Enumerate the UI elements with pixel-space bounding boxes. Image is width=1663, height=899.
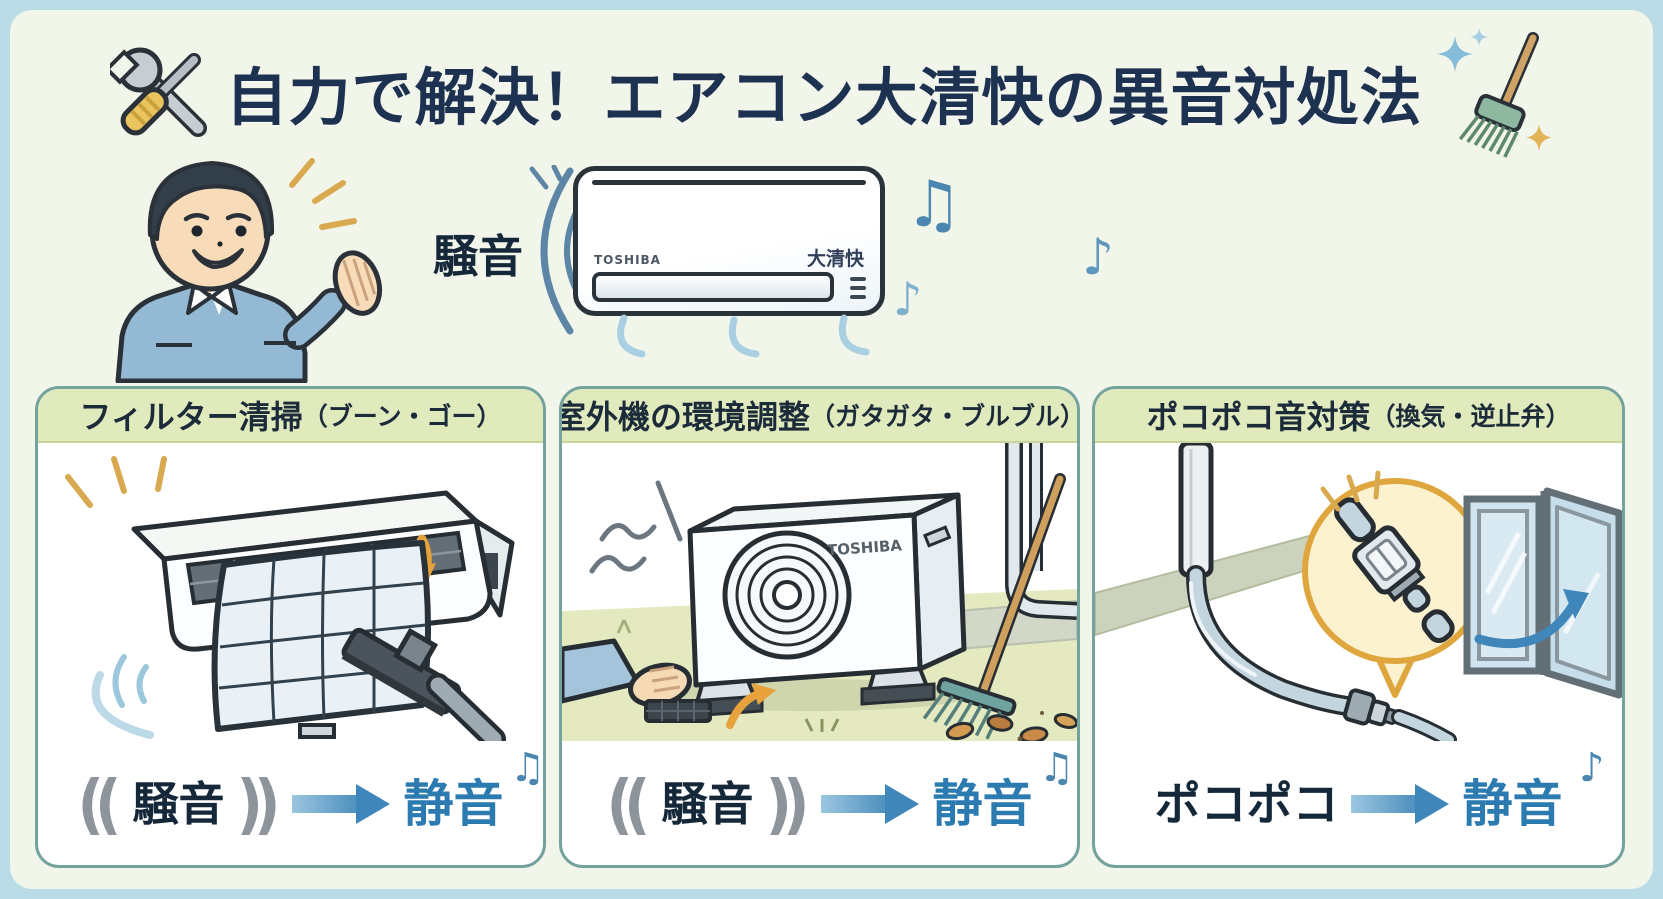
ac-model-label: 大清快 [806, 248, 864, 270]
improvement-arrow-icon [291, 784, 392, 824]
music-note-icon: ♫ [509, 745, 546, 791]
page-title: 自力で解決！エアコン大清快の異音対処法 [225, 61, 1423, 134]
vibration-squiggle-icon [599, 523, 657, 542]
panel-2-illustration: TOSHIBA [562, 443, 1077, 741]
place-arrow-icon [726, 690, 762, 729]
outdoor-unit-illustration: TOSHIBA [562, 443, 1077, 741]
improvement-arrow-icon [820, 784, 921, 824]
airflow-icon [617, 314, 870, 358]
title-row: 自力で解決！エアコン大清快の異音対処法 [0, 26, 1663, 158]
sound-wave-parens: (( [77, 765, 121, 843]
panel-1-title-note: （ブーン・ゴー） [302, 402, 502, 431]
panel-3-illustration [1095, 443, 1622, 741]
panel-3-header: ポコポコ音対策 （換気・逆止弁） [1095, 389, 1622, 443]
music-note-icon: ♫ [905, 168, 963, 242]
panel-1-result: (( 騒音 )) 静音 ♫ ♪ [38, 741, 546, 865]
ventilation-arrow-icon [1474, 600, 1578, 649]
check-valve-illustration [1095, 443, 1622, 741]
music-note-icon: ♫ [1038, 745, 1075, 791]
filter-cleaning-illustration [65, 456, 515, 741]
panel-2-title-note: （ガタガタ・ブルブル） [810, 402, 1080, 431]
panel-1-illustration [38, 443, 543, 741]
indoor-ac-unit: TOSHIBA 大清快 [573, 166, 885, 316]
panel-2-result: (( 騒音 )) 静音 ♫ [562, 741, 1077, 865]
panel-3-after: 静音 [1462, 775, 1563, 833]
sound-wave-parens: )) [765, 765, 810, 843]
technician-illustration [115, 158, 383, 383]
panel-2-after: 静音 [932, 775, 1033, 833]
sparkle-icon [1436, 36, 1473, 72]
panel-pokopoko: ポコポコ音対策 （換気・逆止弁） [1092, 386, 1625, 868]
panel-1-title: フィルター清掃 [79, 398, 303, 436]
ac-bottom-vent [592, 272, 834, 302]
ac-indicator-lights [850, 277, 866, 299]
tools-icon [110, 47, 208, 137]
valve-detail [1334, 497, 1455, 644]
panel-2-before: 騒音 [661, 777, 754, 831]
panel-1-header: フィルター清掃 （ブーン・ゴー） [38, 389, 543, 443]
panel-outdoor-unit: 室外機の環境調整 （ガタガタ・ブルブル） [559, 386, 1080, 868]
panel-1-after: 静音 [403, 775, 504, 833]
panel-3-result: ポコポコ 静音 ♪ [1095, 741, 1622, 865]
check-valve [1342, 688, 1399, 727]
sound-wave-parens: )) [236, 765, 281, 843]
ac-top-vent [592, 180, 866, 185]
panel-3-title: ポコポコ音対策 [1146, 398, 1371, 436]
hero-noise-label: 騒音 [433, 230, 524, 283]
broom-icon [1436, 28, 1552, 158]
music-note-icon: ♪ [544, 783, 546, 816]
panel-3-before: ポコポコ [1154, 777, 1339, 831]
panel-1-before: 騒音 [132, 777, 225, 831]
sound-wave-parens: (( [606, 765, 650, 843]
panel-2-header: 室外機の環境調整 （ガタガタ・ブルブル） [562, 389, 1077, 443]
sparkle-icon [1525, 124, 1552, 151]
panel-filter-cleaning: フィルター清掃 （ブーン・ゴー） [35, 386, 546, 868]
open-hand [332, 250, 383, 316]
outdoor-unit-brand-label: TOSHIBA [826, 536, 902, 559]
improvement-arrow-icon [1350, 784, 1451, 824]
music-note-icon: ♪ [893, 272, 923, 326]
panel-2-title: 室外機の環境調整 [559, 398, 810, 436]
panel-3-title-note: （換気・逆止弁） [1370, 402, 1571, 431]
ac-brand-label: TOSHIBA [594, 253, 661, 267]
music-note-icon: ♪ [1578, 745, 1605, 791]
wall-pipe [1178, 443, 1214, 578]
music-note-icon: ♪ [1082, 228, 1114, 286]
leaf [945, 721, 975, 741]
